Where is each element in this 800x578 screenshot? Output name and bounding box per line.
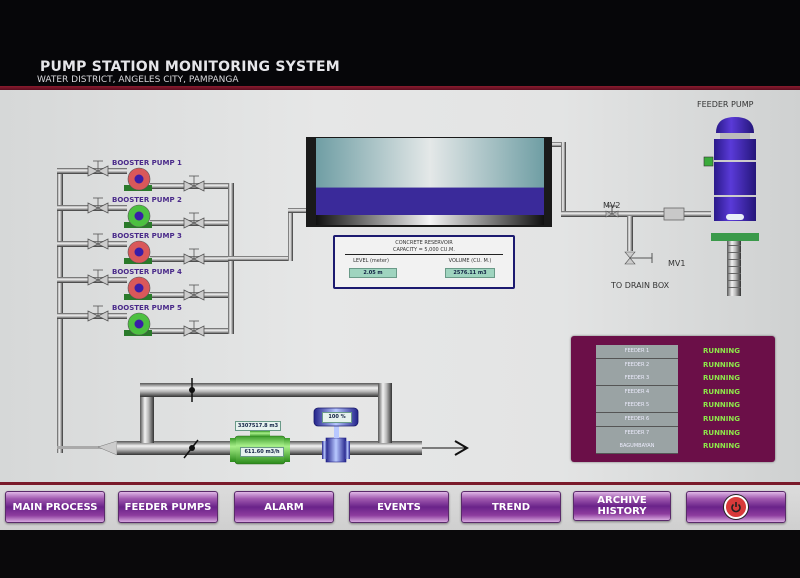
feeder-status-6: RUNNING <box>703 415 740 423</box>
trend-button[interactable]: TREND <box>461 491 561 523</box>
reservoir-tank <box>306 137 552 227</box>
booster-pump-5[interactable] <box>124 312 152 336</box>
main-process-button[interactable]: MAIN PROCESS <box>5 491 105 523</box>
footer-divider <box>0 482 800 485</box>
drain-box-label: TO DRAIN BOX <box>611 281 670 290</box>
flow-rate: 611.60 m3/h <box>240 447 284 457</box>
feeder-name-2[interactable]: FEEDER 2 <box>596 358 678 373</box>
pump-impeller-hub <box>134 319 144 329</box>
feeder-name-6[interactable]: FEEDER 6 <box>596 413 678 427</box>
flow-totalizer: 3307517.8 m3 <box>235 421 281 431</box>
feeder-status-8: RUNNING <box>703 442 740 451</box>
feeder-pump-label: FEEDER PUMP <box>697 100 754 109</box>
feeder-status-5: RUNNING <box>703 401 740 410</box>
feeder-status-2: RUNNING <box>703 360 740 369</box>
reservoir-divider <box>345 254 503 255</box>
feeder-status-4: RUNNING <box>703 387 740 396</box>
pump-impeller-hub <box>134 211 144 221</box>
app-subtitle: WATER DISTRICT, ANGELES CITY, PAMPANGA <box>37 75 239 85</box>
booster-pump-5-label: BOOSTER PUMP 5 <box>112 304 182 312</box>
feeder-name-4[interactable]: FEEDER 4 <box>596 385 678 400</box>
feeder-status-1: RUNNING <box>703 347 740 355</box>
feeder-pumps-button[interactable]: FEEDER PUMPS <box>118 491 218 523</box>
level-label: LEVEL (meter) <box>353 258 389 264</box>
feeder-name-8[interactable]: BAGUMBAYAN <box>596 440 678 455</box>
feeder-name-5[interactable]: FEEDER 5 <box>596 399 678 414</box>
alarm-button[interactable]: ALARM <box>234 491 334 523</box>
booster-pump-2-label: BOOSTER PUMP 2 <box>112 196 182 204</box>
valve-opening: 100 % <box>322 412 352 423</box>
feeder-status-panel: FEEDER 1 RUNNING FEEDER 2 RUNNING FEEDER 3 RU… <box>571 336 775 462</box>
feeder-name-3[interactable]: FEEDER 3 <box>596 372 678 387</box>
booster-pump-2[interactable] <box>124 204 152 228</box>
reservoir-info-panel: CONCRETE RESERVOIR CAPACITY = 5,000 CU.M… <box>333 235 515 289</box>
screen-bezel-bottom <box>0 530 800 578</box>
valve-mv1-label: MV1 <box>668 259 686 268</box>
pump-impeller-hub <box>134 247 144 257</box>
feeder-name-1[interactable]: FEEDER 1 <box>596 345 678 359</box>
volume-value: 2576.11 m3 <box>445 268 495 278</box>
power-button[interactable] <box>686 491 786 523</box>
archive-history-button[interactable]: ARCHIVE HISTORY <box>573 491 671 521</box>
feeder-name-7[interactable]: FEEDER 7 <box>596 426 678 441</box>
level-value: 2.05 m <box>349 268 397 278</box>
booster-pump-4-label: BOOSTER PUMP 4 <box>112 268 182 276</box>
header-bar <box>0 0 800 88</box>
tank-outlet-pipe <box>552 142 711 265</box>
booster-pump-3[interactable] <box>124 240 152 264</box>
reservoir-capacity: CAPACITY = 5,000 CU.M. <box>393 247 455 253</box>
pump-impeller-hub <box>134 174 144 184</box>
pump-valves <box>87 160 205 337</box>
booster-pump-3-label: BOOSTER PUMP 3 <box>112 232 182 240</box>
booster-pump-1-label: BOOSTER PUMP 1 <box>112 159 182 167</box>
pump-impeller-hub <box>134 283 144 293</box>
booster-pump-1[interactable] <box>124 167 152 191</box>
header-divider <box>0 86 800 90</box>
feeder-pump <box>703 117 759 296</box>
volume-label: VOLUME (CU. M.) <box>448 258 492 264</box>
app-title: PUMP STATION MONITORING SYSTEM <box>40 59 340 75</box>
valve-mv2-label: MV2 <box>603 201 621 210</box>
feeder-status-7: RUNNING <box>703 428 740 437</box>
reservoir-title: CONCRETE RESERVOIR <box>395 240 453 246</box>
feeder-status-3: RUNNING <box>703 374 740 383</box>
power-icon <box>724 495 748 519</box>
events-button[interactable]: EVENTS <box>349 491 449 523</box>
booster-pump-4[interactable] <box>124 276 152 300</box>
